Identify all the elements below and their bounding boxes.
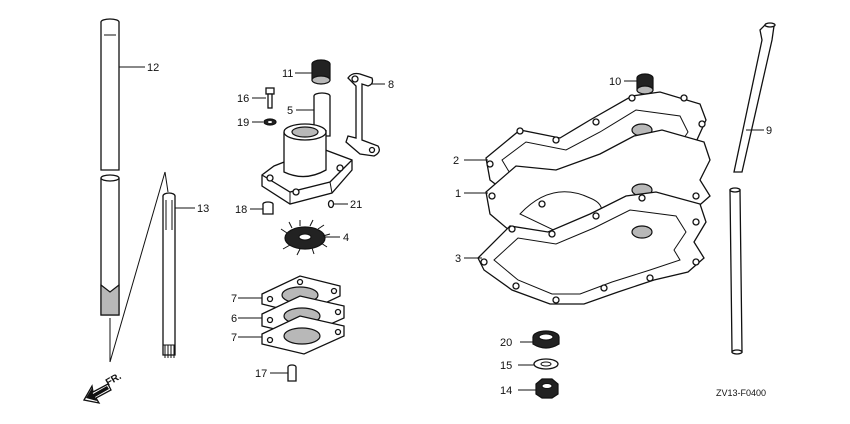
callout-17: 17: [255, 368, 267, 380]
callout-labels: 12 13 11 8 16 5 19 18 21 4 7 6 7 17 10 2…: [147, 62, 772, 397]
callout-14: 14: [500, 385, 512, 397]
callout-19: 19: [237, 117, 249, 129]
callout-5: 5: [287, 105, 293, 117]
part-11-grommet: [295, 59, 331, 85]
callout-4: 4: [343, 232, 349, 244]
part-18-pin: [250, 201, 274, 215]
part-21-o-ring: [327, 199, 348, 209]
part-4-impeller: [280, 219, 340, 256]
callout-15: 15: [500, 360, 512, 372]
part-12-shaft-tube: [100, 18, 145, 316]
front-direction-arrow: FR.: [82, 371, 124, 404]
diagram-code: ZV13-F0400: [716, 388, 766, 398]
callout-1: 1: [455, 188, 461, 200]
callout-20: 20: [500, 337, 512, 349]
part-7-gasket-lower: [238, 315, 345, 355]
part-8-bracket: [345, 72, 385, 157]
callout-9: 9: [766, 125, 772, 137]
callout-13: 13: [197, 203, 209, 215]
callout-7-upper: 7: [231, 293, 237, 305]
callout-2: 2: [453, 155, 459, 167]
part-20-oil-seal: [520, 330, 560, 349]
callout-18: 18: [235, 204, 247, 216]
callout-11: 11: [282, 68, 293, 80]
part-9-water-hose: [729, 22, 776, 355]
callout-10: 10: [609, 76, 621, 88]
part-3-gasket: [464, 191, 707, 305]
part-16-bolt: [252, 87, 275, 109]
callout-7-lower: 7: [231, 332, 237, 344]
callout-3: 3: [455, 253, 461, 265]
callout-21: 21: [350, 199, 362, 211]
callout-12: 12: [147, 62, 159, 74]
callout-16: 16: [237, 93, 249, 105]
part-19-washer: [252, 118, 277, 126]
part-15-washer: [518, 358, 559, 370]
part-13-drive-shaft: [109, 171, 195, 363]
part-14-nut: [518, 378, 559, 399]
part-17-dowel: [270, 364, 297, 382]
callout-8: 8: [388, 79, 394, 91]
front-label: FR.: [104, 371, 124, 389]
callout-6: 6: [231, 313, 237, 325]
part-10-grommet: [624, 73, 654, 95]
water-pump-housing: [261, 123, 353, 205]
